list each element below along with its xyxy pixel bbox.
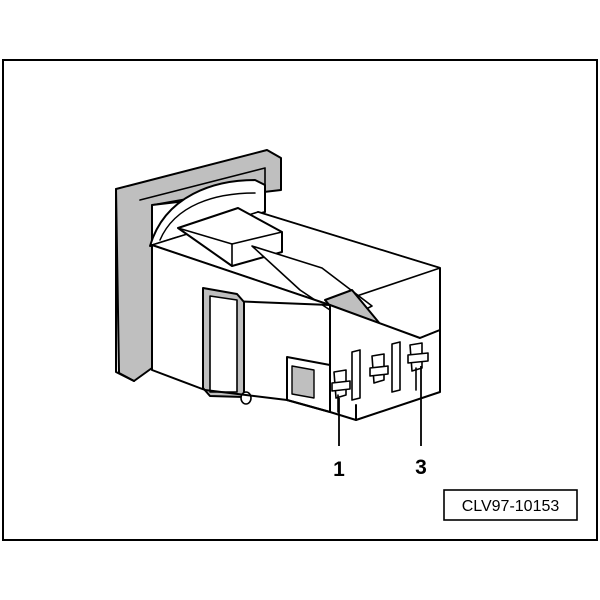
terminal-pins [331,341,429,413]
reference-code: CLV97-10153 [462,498,560,515]
reference-code-box [443,489,578,521]
callout-leaders [338,366,422,446]
latch-tongue [177,207,283,267]
flange-front-edge [115,188,135,382]
latch-boss-edge [159,192,256,241]
callout-label-3: 3 [415,456,427,479]
housing-bottom-edge [204,389,357,421]
callout-label-1: 1 [333,458,345,481]
connector-drawing [115,149,441,421]
